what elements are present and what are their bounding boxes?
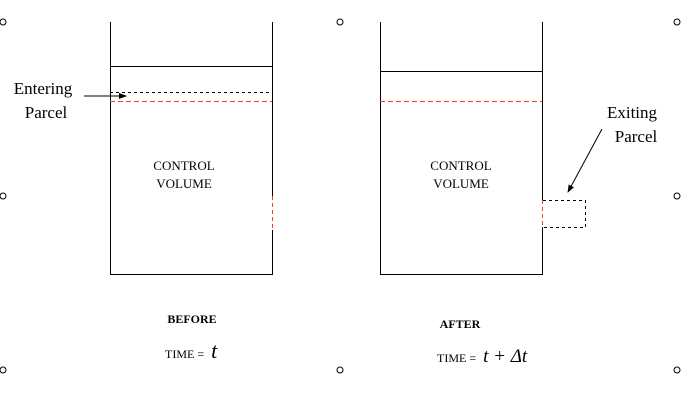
exiting-parcel-box	[543, 200, 586, 228]
cv-label: CONTROL	[430, 158, 491, 173]
before-time: TIME = t	[165, 338, 218, 363]
cv-label: CONTROL	[153, 158, 214, 173]
before-caption: BEFORE	[167, 312, 216, 326]
selection-handles[interactable]	[0, 18, 681, 374]
entering-label: Parcel	[25, 103, 68, 122]
cv-label: VOLUME	[433, 176, 489, 191]
exiting-label: Exiting	[607, 103, 658, 122]
after-caption: AFTER	[440, 317, 481, 331]
cv-label: VOLUME	[156, 176, 212, 191]
exiting-label: Parcel	[615, 127, 658, 146]
exiting-arrow-icon	[567, 128, 603, 193]
after-time: TIME = t + Δt	[437, 346, 528, 367]
after-tank: CONTROL VOLUME	[380, 22, 586, 275]
before-tank: CONTROL VOLUME	[110, 22, 273, 275]
entering-label: Entering	[14, 79, 73, 98]
